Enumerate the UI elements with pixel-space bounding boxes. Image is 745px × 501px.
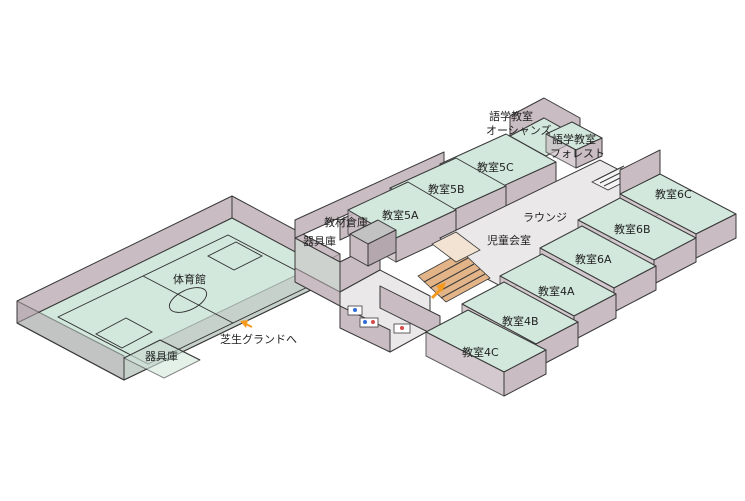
lawn-direction-label: 芝生グランドへ: [220, 332, 297, 346]
lounge-label: ラウンジ: [523, 211, 567, 224]
language-oceans-name: オーシャンズ: [486, 123, 552, 137]
up-arrow-icon: [430, 282, 446, 300]
gym-storage-label: 器具庫: [145, 349, 178, 363]
room-4a-label: 教室4A: [538, 284, 575, 298]
accessible-icon: [347, 305, 363, 316]
grade4-wing: [425, 253, 617, 397]
gymnasium-block: [16, 195, 341, 381]
room-4b-label: 教室4B: [502, 314, 539, 328]
room-6b-label: 教室6B: [614, 222, 651, 236]
room-5c-label: 教室5C: [477, 160, 514, 174]
materials-room-label: 教材倉庫: [324, 215, 368, 229]
language-forest-title: 語学教室: [552, 132, 596, 146]
grade5-wing: [339, 123, 557, 267]
restroom-icon: [359, 317, 411, 334]
lounge-area: [347, 159, 661, 334]
language-forest-name: フォレスト: [550, 147, 605, 160]
children-hall-label: 児童会室: [487, 233, 531, 247]
room-4c-label: 教室4C: [462, 345, 499, 359]
gym-label: 体育館: [173, 272, 206, 286]
room-6c-label: 教室6C: [655, 187, 692, 201]
direction-arrow-icon: [240, 320, 253, 328]
room-6a-label: 教室6A: [575, 252, 612, 266]
storage-label: 器具庫: [303, 234, 336, 248]
language-oceans-title: 語学教室: [489, 109, 533, 123]
room-5b-label: 教室5B: [428, 182, 465, 196]
language-wing: [509, 97, 603, 169]
central-staircase: [417, 231, 491, 303]
room-5a-label: 教室5A: [382, 208, 419, 222]
